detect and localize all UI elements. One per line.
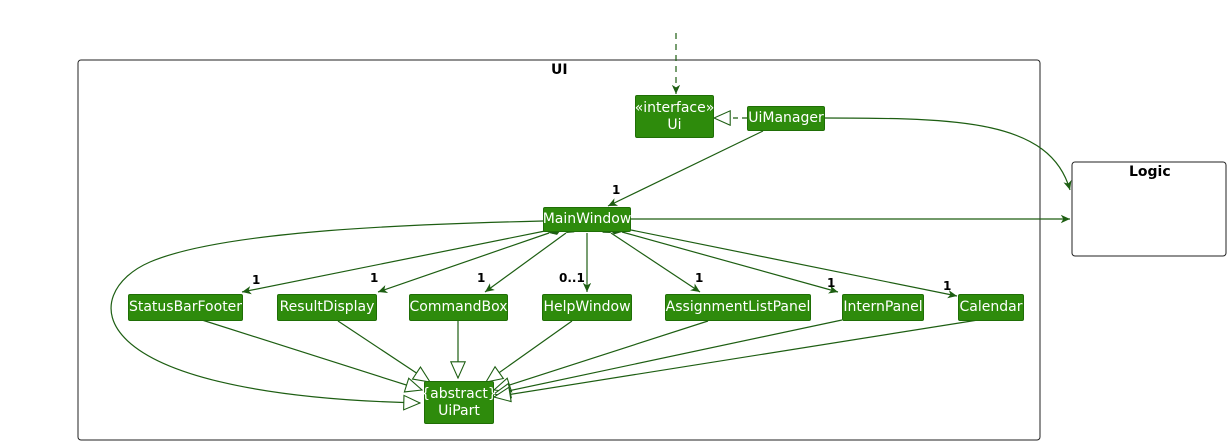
internpanel-node[interactable]: InternPanel: [842, 294, 924, 321]
statusbarfooter-name: StatusBarFooter: [128, 299, 243, 315]
logic-package-title: Logic: [1129, 164, 1171, 180]
internpanel-name: InternPanel: [843, 299, 923, 315]
helpwindow-name: HelpWindow: [543, 299, 631, 315]
uimanager-mainwindow-arrow: [607, 130, 764, 207]
helpwindow-multiplicity: 0..1: [559, 271, 585, 285]
mainwindow-multiplicity: 1: [612, 183, 621, 197]
statusbarfooter-uipart-inheritance: [201, 319, 422, 390]
ui-interface-node[interactable]: «interface» Ui: [635, 95, 714, 138]
uipart-node[interactable]: {abstract} UiPart: [421, 381, 497, 424]
calendar-multiplicity: 1: [943, 279, 952, 293]
ui-package-title: UI: [551, 62, 568, 78]
commandbox-node[interactable]: CommandBox: [409, 294, 508, 321]
resultdisplay-node[interactable]: ResultDisplay: [277, 294, 377, 321]
helpwindow-uipart-inheritance: [486, 320, 573, 382]
resultdisplay-uipart-inheritance: [337, 320, 430, 382]
ui-interface-stereotype: «interface»: [634, 99, 715, 116]
calendar-node[interactable]: Calendar: [958, 294, 1024, 321]
uipart-name: UiPart: [438, 402, 480, 419]
assignmentlistpanel-name: AssignmentListPanel: [665, 299, 811, 315]
uimanager-name: UiManager: [748, 110, 824, 126]
logic-package-frame: [1071, 161, 1227, 257]
resultdisplay-name: ResultDisplay: [279, 299, 375, 315]
calendar-name: Calendar: [959, 299, 1023, 315]
calendar-uipart-inheritance: [494, 319, 979, 397]
helpwindow-node[interactable]: HelpWindow: [542, 294, 632, 321]
assignmentlistpanel-node[interactable]: AssignmentListPanel: [665, 294, 811, 321]
mainwindow-node[interactable]: MainWindow: [543, 207, 631, 232]
internpanel-uipart-inheritance: [494, 319, 843, 394]
statusbarfooter-node[interactable]: StatusBarFooter: [128, 294, 243, 321]
composition-statusbarfooter: [241, 225, 559, 295]
mainwindow-name: MainWindow: [542, 211, 632, 227]
uimanager-logic-arrow: [823, 117, 1072, 191]
resultdisplay-multiplicity: 1: [370, 271, 379, 285]
internpanel-multiplicity: 1: [827, 276, 836, 290]
commandbox-multiplicity: 1: [477, 271, 486, 285]
composition-resultdisplay: [377, 226, 563, 293]
ui-package-frame: [77, 59, 1041, 441]
composition-commandbox: [484, 224, 578, 293]
commandbox-name: CommandBox: [409, 299, 508, 315]
mainwindow-uipart-inheritance: [110, 220, 544, 403]
uipart-stereotype: {abstract}: [421, 385, 497, 402]
assignmentlistpanel-multiplicity: 1: [695, 271, 704, 285]
assignmentlistpanel-uipart-inheritance: [494, 320, 709, 390]
uimanager-node[interactable]: UiManager: [747, 106, 825, 131]
statusbarfooter-multiplicity: 1: [252, 273, 261, 287]
ui-interface-name: Ui: [667, 116, 682, 133]
composition-calendar: [617, 224, 958, 299]
